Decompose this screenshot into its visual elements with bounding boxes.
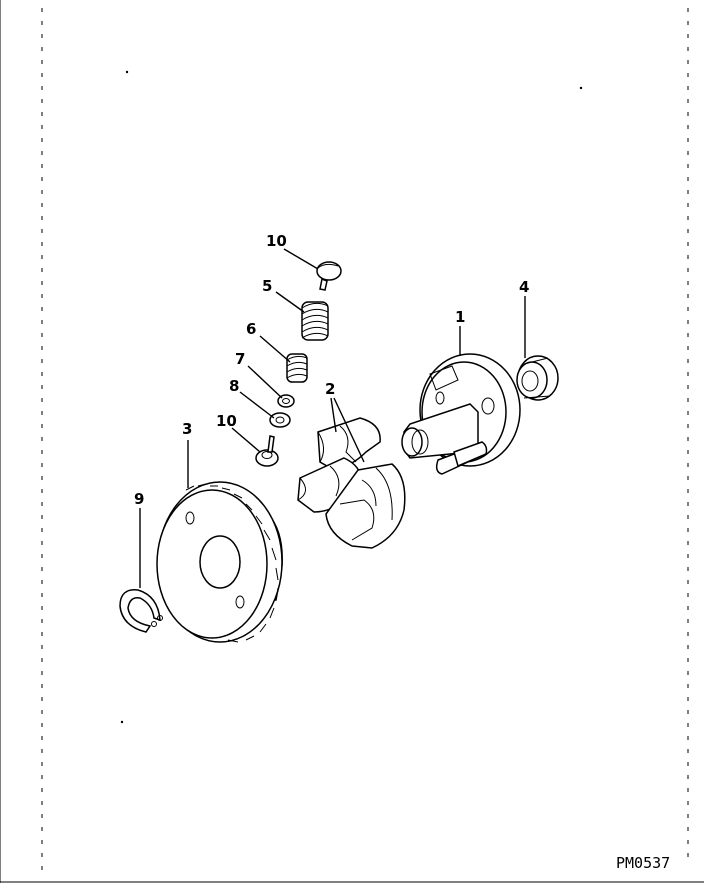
part-9-snap-ring (119, 589, 163, 633)
callout-4: 4 (519, 278, 529, 296)
callout-9: 9 (134, 490, 144, 508)
callout-5: 5 (262, 277, 272, 295)
part-6-spring-small (286, 353, 308, 383)
callout-10-lower: 10 (216, 412, 237, 430)
part-10-pin-lower (255, 435, 279, 467)
part-8-washer (269, 412, 291, 428)
part-2-weights (297, 417, 406, 549)
part-10-cap-top (316, 261, 342, 291)
callout-7: 7 (235, 350, 245, 368)
part-5-spring (301, 301, 329, 341)
callout-1: 1 (455, 308, 465, 326)
callout-3: 3 (182, 420, 192, 438)
leader-lines (139, 248, 526, 588)
drawing-code: PM0537 (616, 854, 670, 872)
callout-2: 2 (325, 380, 335, 398)
callout-8: 8 (229, 377, 239, 395)
part-1-flange (401, 353, 521, 475)
callout-labels: 10 5 6 7 8 10 2 1 4 3 9 (134, 232, 529, 508)
part-4-bearing (516, 355, 559, 401)
callout-10-top: 10 (266, 232, 287, 250)
callout-6: 6 (246, 320, 256, 338)
part-3-gear (156, 481, 283, 643)
